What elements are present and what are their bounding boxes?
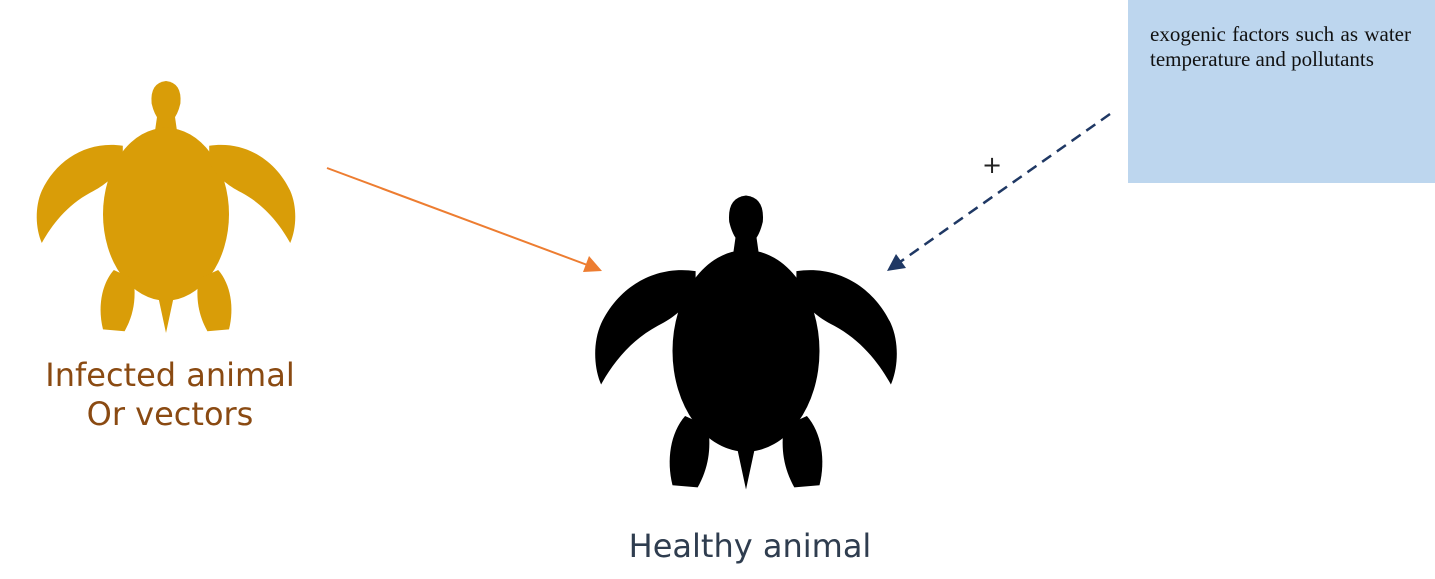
infected-animal-line-2: Or vectors: [0, 395, 340, 434]
transmission-arrow: [327, 168, 602, 272]
exogenic-arrow: [887, 114, 1110, 271]
infected-animal-line-1: Infected animal: [0, 356, 340, 395]
infected-turtle-icon: [37, 81, 296, 333]
infected-animal-label: Infected animal Or vectors: [0, 356, 340, 434]
healthy-animal-label: Healthy animal: [590, 527, 910, 566]
healthy-turtle-icon: [595, 196, 897, 490]
exogenic-factors-box: exogenic factors such as water temperatu…: [1128, 0, 1435, 183]
positive-effect-label: +: [982, 151, 1002, 179]
